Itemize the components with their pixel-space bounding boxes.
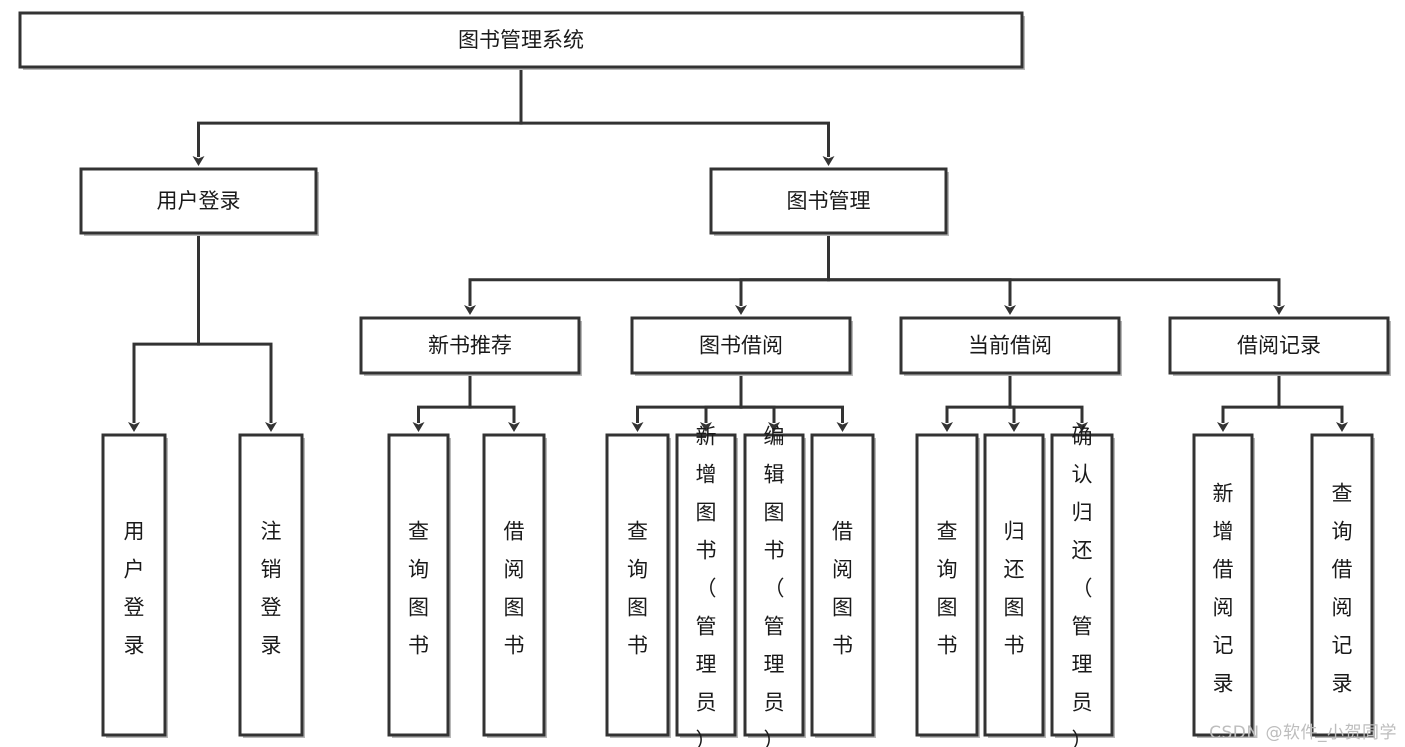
node-borrow-record[interactable]: 借阅记录 [1168, 316, 1391, 376]
node-box[interactable] [1310, 433, 1374, 737]
node-book-manage[interactable]: 图书管理 [709, 167, 949, 236]
node-box[interactable] [810, 433, 875, 737]
node-box[interactable] [630, 316, 852, 375]
node-label: 图书管理系统 [458, 28, 584, 52]
node-leaf-user-login[interactable]: 用户登录 [101, 433, 168, 738]
node-book-borrow[interactable]: 图书借阅 [630, 316, 853, 376]
node-label: 图书管理 [787, 189, 871, 213]
node-root[interactable]: 图书管理系统 [18, 11, 1025, 70]
node-label: 查询借阅记录 [1332, 482, 1353, 696]
node-label: 借阅图书 [504, 520, 525, 658]
edge-user-login-to-leaf-user-login [128, 233, 200, 432]
node-label: 查询图书 [937, 520, 958, 658]
node-label: 新书推荐 [428, 334, 512, 358]
node-leaf-add-book[interactable]: 新增图书（管理员） [675, 425, 738, 747]
node-label: 当前借阅 [968, 334, 1052, 358]
edge-root-to-book-manage [519, 67, 835, 166]
node-label: 编辑图书（管理员） [764, 425, 785, 747]
node-box[interactable] [387, 433, 450, 737]
node-leaf-logout[interactable]: 注销登录 [238, 433, 305, 738]
node-box[interactable] [983, 433, 1045, 737]
node-user-login[interactable]: 用户登录 [79, 167, 319, 236]
node-label: 查询图书 [627, 520, 648, 658]
edge-book-borrow-to-leaf-borrow-book [739, 373, 849, 432]
node-label: 新增图书（管理员） [696, 425, 717, 747]
node-leaf-edit-book[interactable]: 编辑图书（管理员） [743, 425, 806, 747]
node-label: 图书借阅 [699, 334, 783, 358]
edge-book-borrow-to-leaf-add-book [700, 373, 743, 432]
edge-new-book-rec-to-leaf-query-book-rec [412, 373, 472, 432]
node-leaf-borrow-book-rec[interactable]: 借阅图书 [482, 433, 547, 738]
edge-root-to-user-login [192, 67, 523, 166]
node-box[interactable] [709, 167, 948, 235]
node-label: 查询图书 [408, 520, 429, 658]
node-box[interactable] [1050, 433, 1114, 737]
node-box[interactable] [359, 316, 581, 375]
node-label: 归还图书 [1004, 520, 1025, 658]
nodes-layer: 图书管理系统用户登录图书管理新书推荐图书借阅当前借阅借阅记录用户登录注销登录查询… [18, 11, 1391, 747]
node-box[interactable] [605, 433, 670, 737]
edges-layer [128, 67, 1348, 432]
node-box[interactable] [18, 11, 1024, 69]
node-label: 注销登录 [261, 520, 282, 658]
edge-borrow-record-to-leaf-query-record [1277, 373, 1348, 432]
node-box[interactable] [743, 433, 805, 737]
edge-book-manage-to-new-book-rec [464, 233, 830, 315]
node-leaf-query-record[interactable]: 查询借阅记录 [1310, 433, 1375, 738]
edge-user-login-to-leaf-logout [197, 233, 277, 432]
edge-current-borrow-to-leaf-confirm-return [1008, 373, 1088, 432]
edge-book-manage-to-book-borrow [735, 233, 830, 315]
node-leaf-return-book[interactable]: 归还图书 [983, 433, 1046, 738]
node-label: 确认归还（管理员） [1072, 425, 1093, 747]
node-box[interactable] [915, 433, 979, 737]
node-leaf-add-record[interactable]: 新增借阅记录 [1192, 433, 1255, 738]
node-label: 用户登录 [157, 189, 241, 213]
node-leaf-confirm-return[interactable]: 确认归还（管理员） [1050, 425, 1115, 747]
edge-borrow-record-to-leaf-add-record [1217, 373, 1281, 432]
node-box[interactable] [1168, 316, 1390, 375]
node-current-borrow[interactable]: 当前借阅 [899, 316, 1122, 376]
node-box[interactable] [238, 433, 304, 737]
edge-current-borrow-to-leaf-query-book-cur [941, 373, 1012, 432]
node-box[interactable] [79, 167, 318, 235]
node-label: 借阅记录 [1237, 334, 1321, 358]
edge-new-book-rec-to-leaf-borrow-book-rec [468, 373, 520, 432]
edge-book-borrow-to-leaf-edit-book [739, 373, 780, 432]
node-box[interactable] [899, 316, 1121, 375]
node-box[interactable] [101, 433, 167, 737]
node-leaf-borrow-book[interactable]: 借阅图书 [810, 433, 876, 738]
node-leaf-query-book-rec[interactable]: 查询图书 [387, 433, 451, 738]
node-new-book-rec[interactable]: 新书推荐 [359, 316, 582, 376]
node-leaf-query-book-bor[interactable]: 查询图书 [605, 433, 671, 738]
node-leaf-query-book-cur[interactable]: 查询图书 [915, 433, 980, 738]
node-label: 借阅图书 [832, 520, 853, 658]
edge-book-manage-to-borrow-record [827, 233, 1285, 315]
edge-book-manage-to-current-borrow [827, 233, 1016, 315]
node-box[interactable] [1192, 433, 1254, 737]
node-label: 用户登录 [124, 520, 145, 658]
node-box[interactable] [675, 433, 737, 737]
node-box[interactable] [482, 433, 546, 737]
node-label: 新增借阅记录 [1213, 482, 1234, 696]
edge-book-borrow-to-leaf-query-book-bor [631, 373, 743, 432]
